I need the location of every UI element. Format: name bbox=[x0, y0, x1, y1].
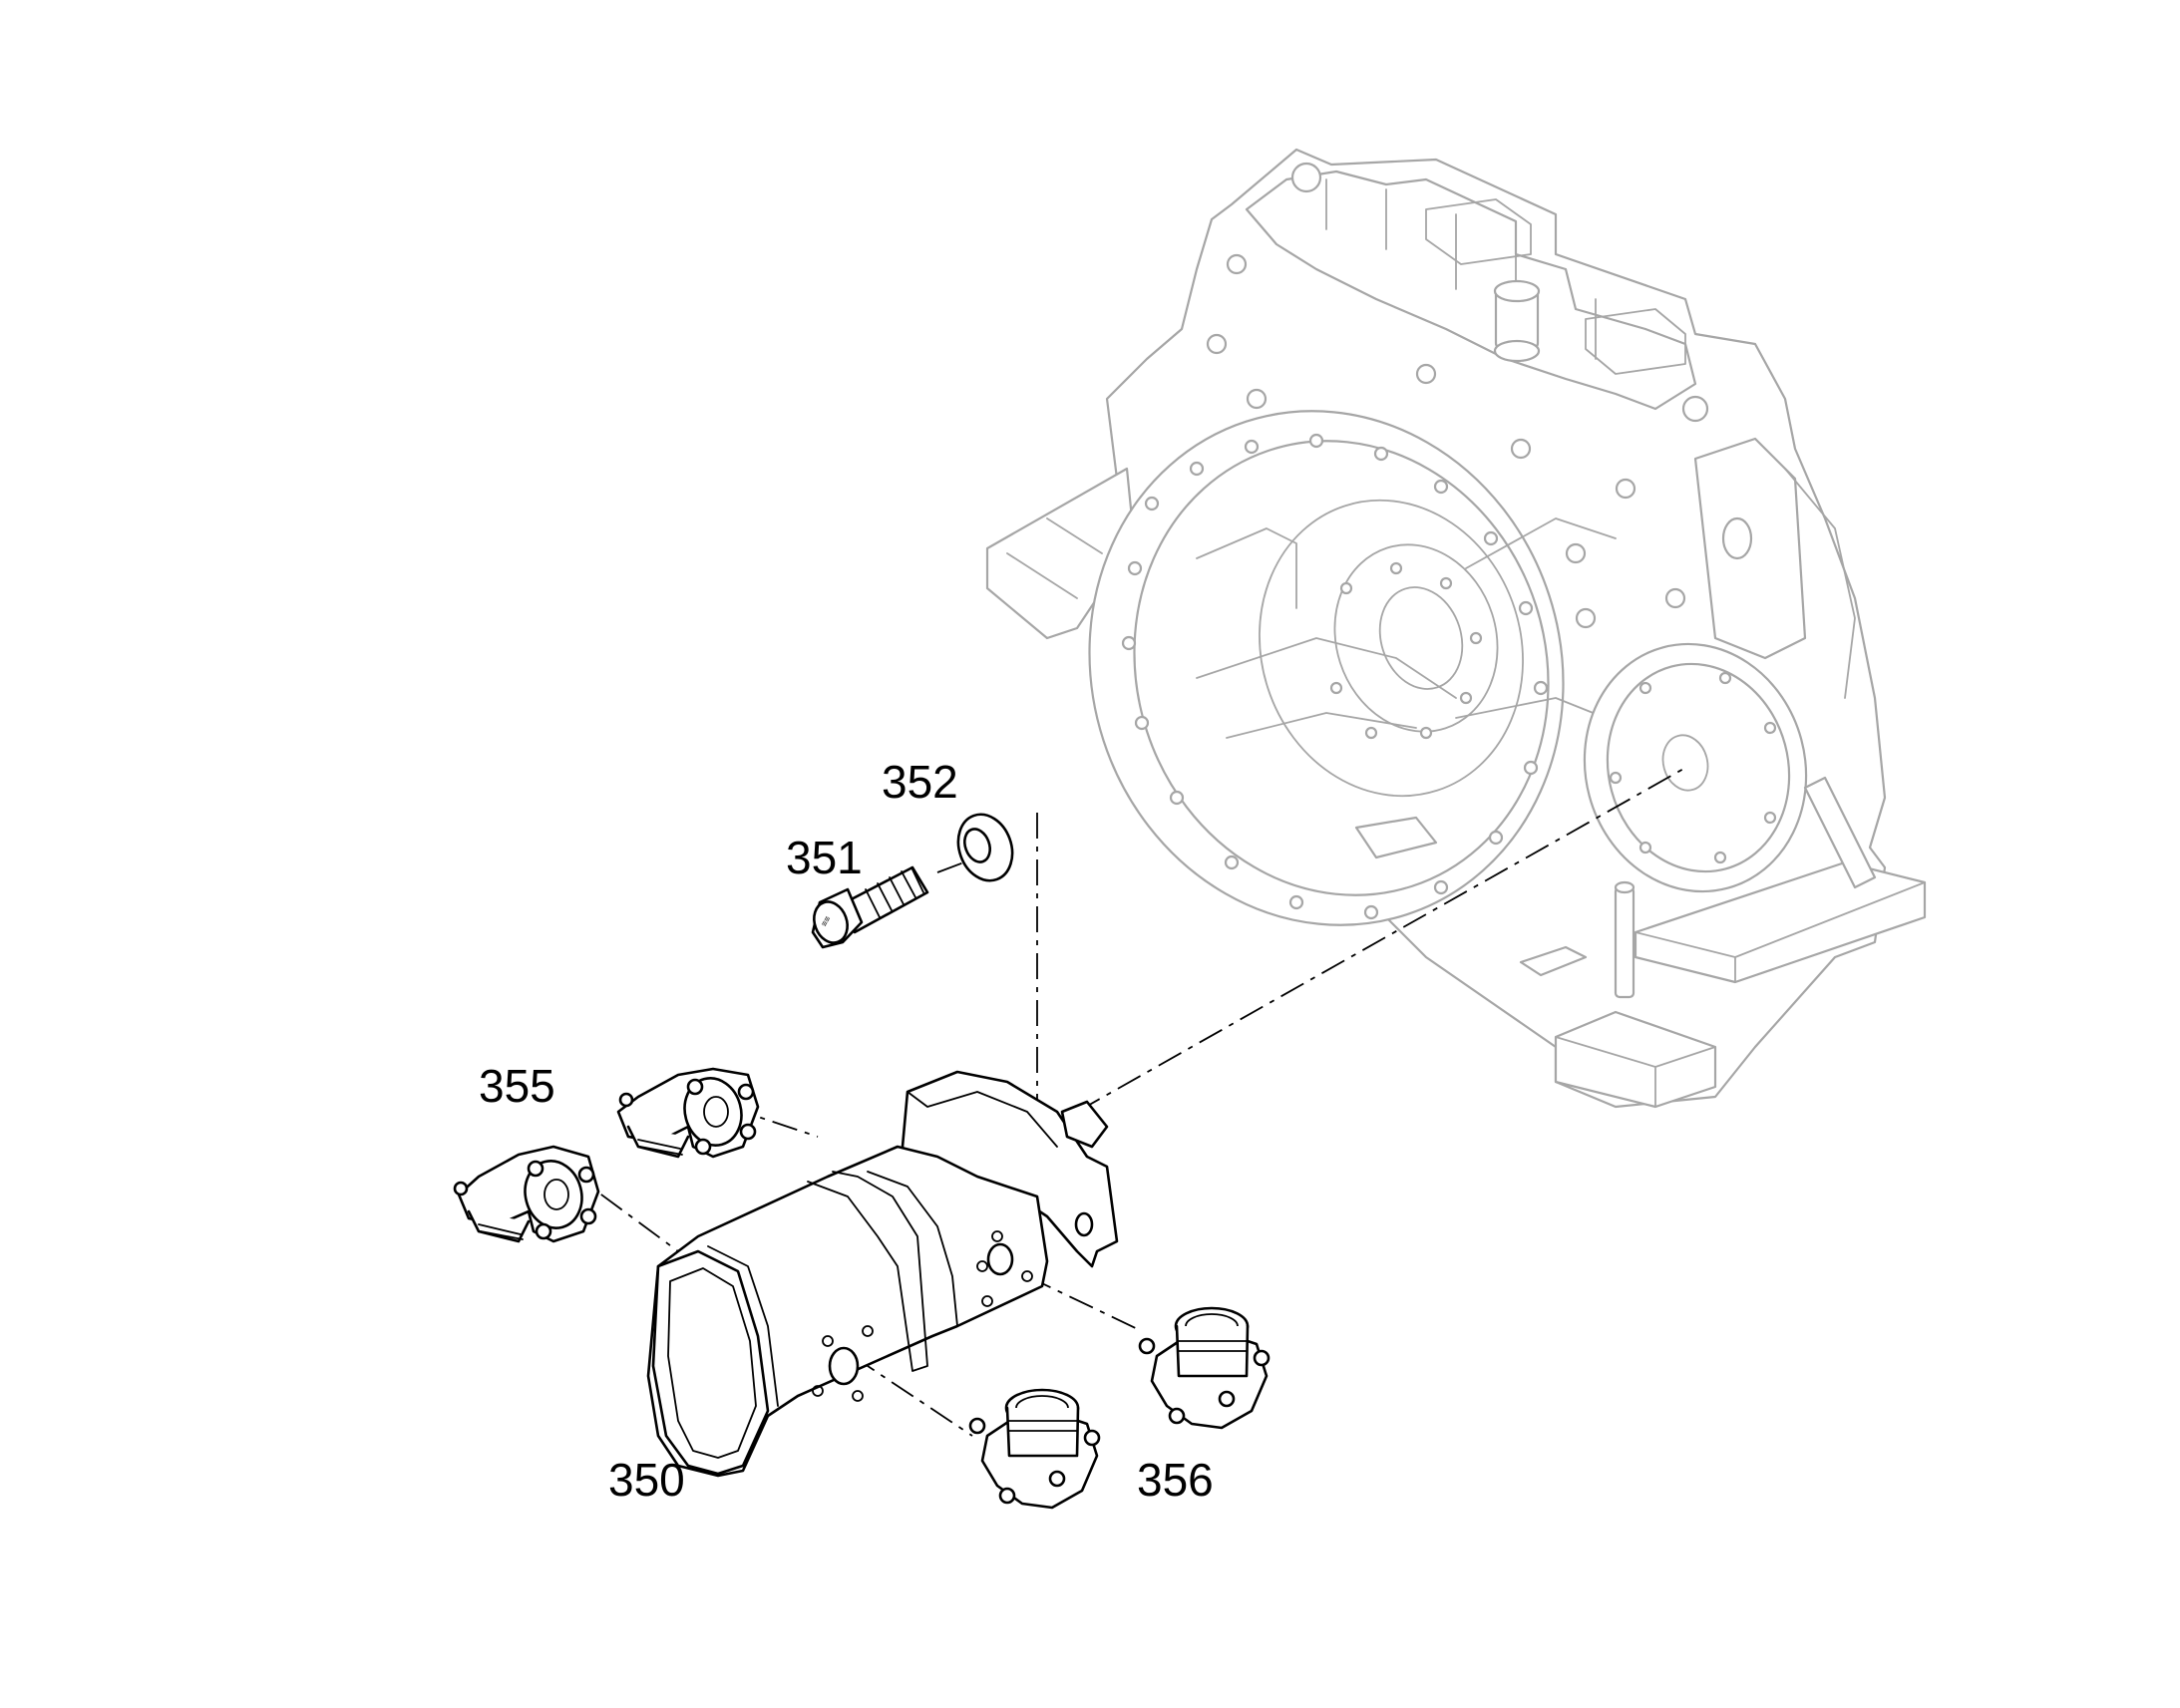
callout-350: 350 bbox=[608, 1454, 685, 1506]
housing-base bbox=[1554, 1010, 1717, 1109]
elbow-fitting-356-right bbox=[1138, 1306, 1271, 1430]
washer-352 bbox=[956, 813, 1014, 882]
pto-mounting-flange bbox=[1583, 642, 1808, 893]
transmission-housing bbox=[985, 148, 1927, 1109]
assembly-lines bbox=[562, 767, 1686, 1437]
callout-352: 352 bbox=[882, 756, 958, 808]
elbow-fitting-355-upper bbox=[616, 1067, 760, 1159]
housing-breather bbox=[1493, 279, 1541, 363]
bell-housing-flange bbox=[1088, 410, 1565, 926]
flange-bolt-holes bbox=[1121, 433, 1549, 920]
callout-356: 356 bbox=[1137, 1454, 1214, 1506]
callout-351: 351 bbox=[786, 832, 863, 883]
elbow-fitting-355-lower bbox=[453, 1145, 600, 1243]
bolt-351: ≡≡ bbox=[811, 865, 929, 949]
callout-355: 355 bbox=[479, 1060, 555, 1112]
svg-text:≡≡: ≡≡ bbox=[819, 914, 833, 928]
pump-inlet-port-rear bbox=[986, 1242, 1014, 1276]
pump-inlet-port-front bbox=[828, 1346, 860, 1386]
gear-pump-350 bbox=[646, 1070, 1119, 1478]
elbow-fitting-356-center bbox=[968, 1388, 1101, 1510]
